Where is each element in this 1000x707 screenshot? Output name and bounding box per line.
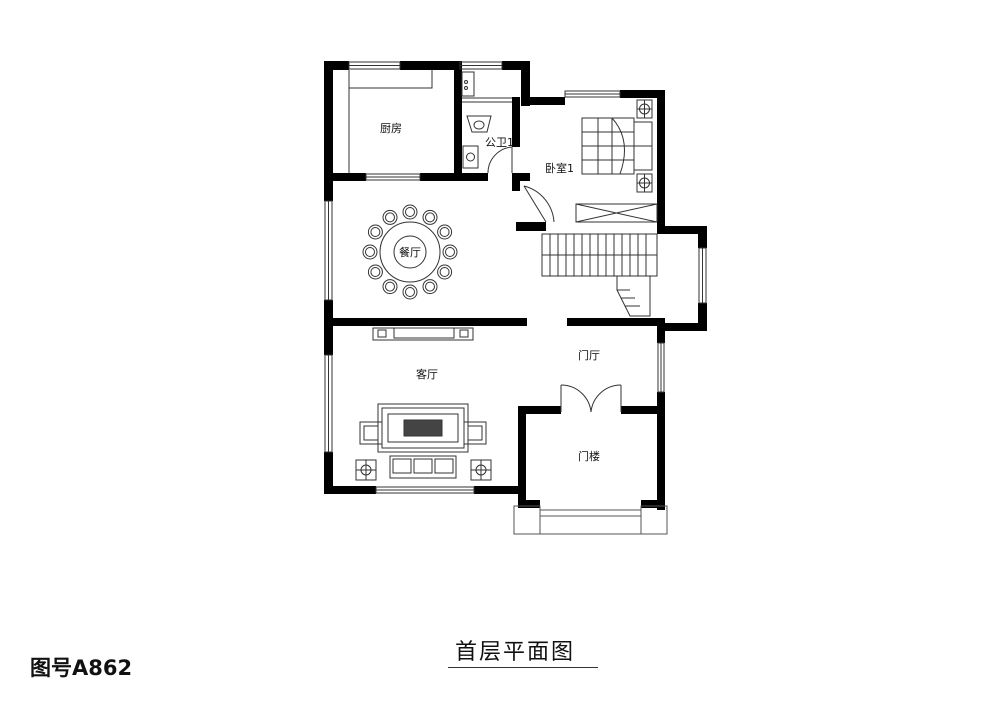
lamp-icon: [636, 173, 653, 193]
sink-icon: [462, 145, 479, 169]
label-dining-table: 餐厅: [399, 245, 421, 259]
chair-icon: [437, 264, 453, 280]
title-underline: [448, 667, 598, 668]
windows: [324, 61, 707, 494]
toilet-icon: [466, 115, 492, 133]
chair-icon: [367, 264, 383, 280]
lamp-icon: [636, 99, 653, 119]
bed-icon: [581, 117, 653, 175]
chair-icon: [367, 224, 383, 240]
chair-icon: [437, 224, 453, 240]
lamp-icon: [355, 459, 377, 481]
bedroom-furniture: [575, 99, 658, 223]
room-labels: 厨房 公卫1 卧室1 餐厅 客厅 门厅 门楼: [380, 122, 600, 463]
drawing-title: 首层平面图: [455, 640, 576, 665]
sofa-set: [355, 403, 492, 481]
sofa-icon: [389, 455, 457, 479]
chair-icon: [382, 279, 398, 295]
label-kitchen: 厨房: [380, 122, 402, 135]
chair-icon: [442, 244, 458, 260]
chair-icon: [362, 244, 378, 260]
label-bedroom: 卧室1: [545, 161, 574, 175]
chair-icon: [402, 204, 418, 220]
chair-icon: [422, 209, 438, 225]
toilet-fixtures: [461, 71, 512, 169]
kitchen-counter: [348, 70, 433, 173]
chair-icon: [402, 284, 418, 300]
doors: [487, 146, 622, 413]
label-toilet: 公卫1: [485, 136, 514, 149]
label-living: 客厅: [416, 367, 438, 381]
tv-cabinet: [372, 327, 474, 341]
stairs-icon: [541, 233, 658, 317]
porch-steps: [513, 505, 668, 535]
label-entrance: 门楼: [578, 449, 600, 463]
walls: [324, 61, 707, 510]
chair-icon: [382, 209, 398, 225]
chair-icon: [422, 279, 438, 295]
dining-set: [362, 204, 458, 300]
lamp-icon: [470, 459, 492, 481]
drawing-number: 图号A862: [30, 656, 133, 680]
label-foyer: 门厅: [578, 348, 600, 362]
